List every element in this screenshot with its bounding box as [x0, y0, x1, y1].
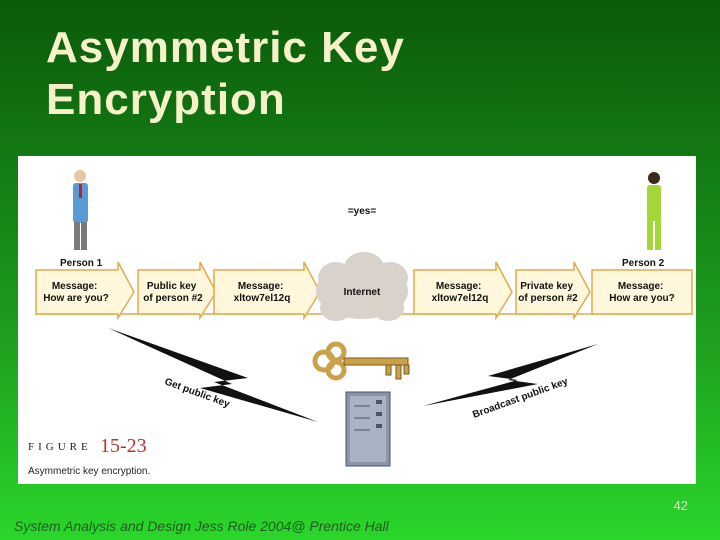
figure-caption: Asymmetric key encryption.	[28, 466, 151, 477]
public-key-arrow	[137, 261, 217, 321]
top-label: =yes=	[348, 206, 377, 217]
internet-label: Internet	[344, 287, 381, 298]
message-cipher-left-text: Message: xltow7el12q	[234, 281, 291, 304]
key-icon	[312, 341, 410, 381]
message-plain-right-text: Message: How are you?	[609, 281, 675, 304]
figure-label: FIGURE	[28, 441, 92, 453]
get-key-lightning-bolt	[108, 328, 318, 422]
person-2-figure	[647, 172, 661, 250]
slide-title-line-1: Asymmetric Key	[46, 23, 405, 72]
broadcast-key-lightning-bolt	[423, 344, 598, 406]
person-2-label: Person 2	[622, 258, 665, 269]
server-icon	[345, 391, 391, 467]
page-number: 42	[673, 498, 688, 513]
footer-text: System Analysis and Design Jess Role 200…	[14, 518, 389, 534]
message-cipher-right-text: Message: xltow7el12q	[432, 281, 489, 304]
message-plain-left-arrow	[35, 261, 135, 321]
private-key-arrow	[515, 261, 591, 321]
message-cipher-left-arrow	[213, 261, 321, 321]
message-cipher-right-arrow	[413, 261, 513, 321]
figure-number: 15-23	[100, 435, 147, 457]
figure-panel: =yes= Person 1 Person 2	[18, 156, 696, 484]
person-1-figure	[73, 170, 88, 250]
message-plain-left-text: Message: How are you?	[43, 281, 109, 304]
slide-title: Asymmetric Key Encryption	[46, 22, 405, 126]
message-plain-right-box	[591, 269, 693, 315]
internet-cloud	[316, 252, 408, 321]
encryption-diagram: =yes= Person 1 Person 2	[35, 170, 693, 467]
public-key-text: Public key of person #2	[143, 281, 203, 304]
slide-title-line-2: Encryption	[46, 75, 286, 124]
private-key-text: Private key of person #2	[518, 281, 578, 304]
person-1-label: Person 1	[60, 258, 103, 269]
